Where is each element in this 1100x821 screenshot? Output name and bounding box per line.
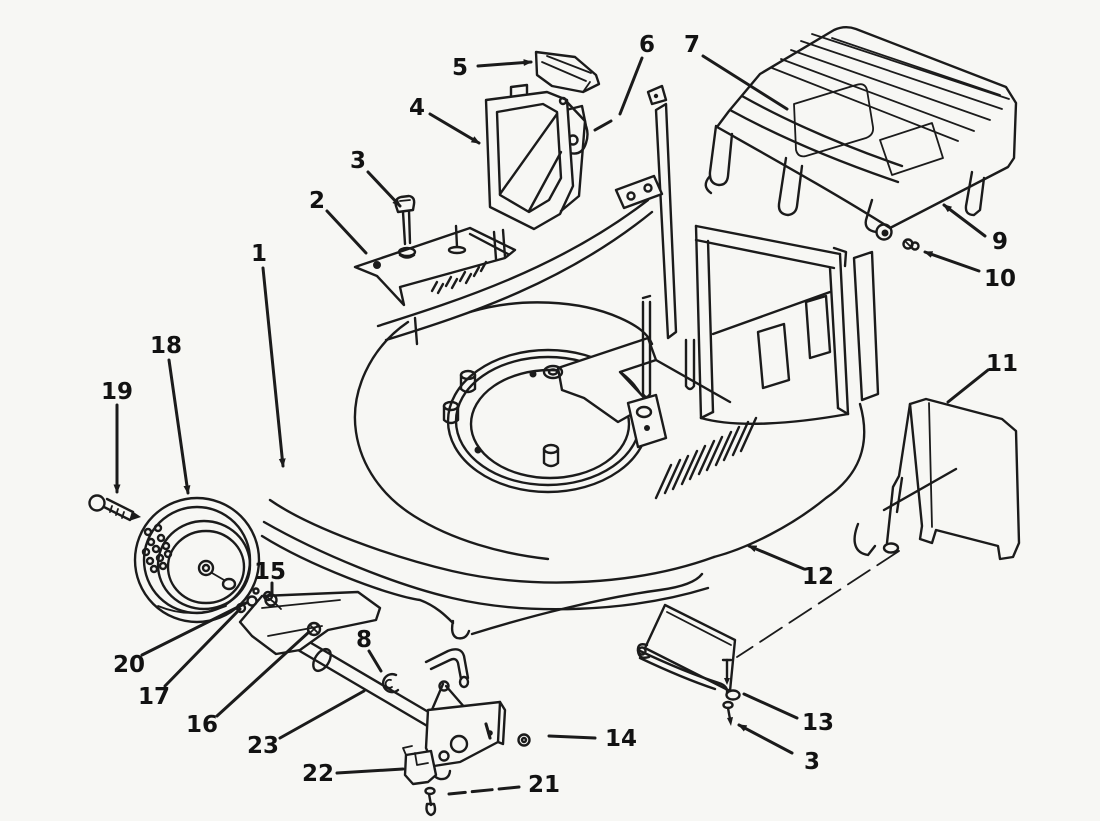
part-callout-15-14: 15 (254, 559, 286, 597)
part-callout-17-16: 17 (138, 607, 242, 710)
part-callout-11-10: 11 (946, 351, 1018, 404)
part-callout-19-18: 19 (101, 379, 133, 494)
leader-line-21 (447, 785, 521, 796)
tray-edge-ticks (430, 260, 488, 295)
mower-deck-housing (260, 198, 877, 640)
leader-line-6 (618, 56, 644, 116)
part-callout-3-23: 3 (737, 723, 820, 775)
leader-line-8 (367, 649, 383, 673)
leader-line-7 (701, 54, 789, 111)
leader-line-12 (747, 544, 806, 571)
leader-line-16 (215, 630, 311, 718)
part-callout-14-13: 14 (547, 726, 637, 752)
part-number-9: 9 (992, 229, 1008, 255)
part-callout-5-4: 5 (452, 55, 533, 81)
part-callout-9-8: 9 (942, 203, 1008, 255)
discharge-duct (484, 83, 587, 261)
part-number-4: 4 (409, 95, 425, 121)
leader-line-4 (428, 112, 481, 145)
part-callout-6-5: 6 (593, 32, 655, 132)
part-number-15: 15 (254, 559, 286, 585)
part-number-13: 13 (802, 710, 834, 736)
part-number-16: 16 (186, 712, 218, 738)
diagram-artwork (88, 26, 1021, 817)
part-callout-23-22: 23 (247, 689, 366, 759)
wheel-knurl (141, 523, 173, 574)
leader-line-17 (163, 607, 242, 688)
leader-line-3 (737, 723, 794, 755)
assembly-line (736, 550, 900, 658)
leader-line-2 (325, 209, 368, 255)
leader-line-13 (742, 692, 799, 720)
leader-line-6 (593, 119, 613, 132)
part-number-17: 17 (138, 684, 170, 710)
part-number-11: 11 (986, 351, 1018, 377)
leader-line-3 (366, 170, 402, 208)
part-callout-21-20: 21 (447, 772, 560, 798)
top-tray-plate (353, 194, 517, 307)
leader-line-1 (261, 266, 286, 468)
part-callout-13-12: 13 (742, 692, 834, 736)
leader-line-5 (476, 59, 533, 68)
part-callout-18-17: 18 (150, 333, 191, 495)
part-callout-10-9: 10 (923, 250, 1016, 292)
front-axle-group (235, 587, 531, 817)
leader-line-11 (946, 368, 990, 404)
part-number-20: 20 (113, 652, 145, 678)
part-callout-4-3: 4 (409, 95, 481, 145)
leader-line-9 (942, 203, 987, 238)
wedge-baffle (534, 50, 601, 94)
side-deflector-plate (882, 397, 1021, 561)
part-number-8: 8 (356, 627, 372, 653)
part-number-10: 10 (984, 266, 1016, 292)
leader-line-10 (923, 250, 981, 273)
rear-flap (636, 550, 900, 726)
part-callout-3-2: 3 (350, 148, 402, 208)
part-number-5: 5 (452, 55, 468, 81)
part-callout-2-1: 2 (309, 188, 368, 255)
part-number-14: 14 (605, 726, 637, 752)
part-number-3: 3 (350, 148, 366, 174)
part-number-22: 22 (302, 761, 334, 787)
part-number-1: 1 (251, 241, 267, 267)
part-callout-8-7: 8 (356, 627, 383, 673)
cover-screw (902, 238, 920, 251)
part-number-19: 19 (101, 379, 133, 405)
front-wheel (88, 494, 261, 624)
part-callout-1-0: 1 (251, 241, 286, 468)
leader-line-23 (278, 689, 366, 740)
part-number-3: 3 (804, 749, 820, 775)
part-number-18: 18 (150, 333, 182, 359)
part-callout-20-19: 20 (113, 601, 248, 678)
leader-line-18 (167, 358, 191, 495)
part-number-2: 2 (309, 188, 325, 214)
part-callout-16-15: 16 (186, 630, 311, 738)
part-number-7: 7 (684, 32, 700, 58)
part-number-12: 12 (802, 564, 834, 590)
leader-line-22 (335, 767, 405, 775)
leader-line-20 (140, 601, 248, 657)
part-number-6: 6 (639, 32, 655, 58)
part-callout-7-6: 7 (684, 32, 789, 111)
part-callout-22-21: 22 (302, 761, 405, 787)
part-number-23: 23 (247, 733, 279, 759)
part-number-21: 21 (528, 772, 560, 798)
part-callout-12-11: 12 (747, 544, 834, 590)
leader-line-14 (547, 734, 597, 740)
deck-vent-hatching (654, 416, 758, 500)
rear-cover (704, 26, 1018, 241)
